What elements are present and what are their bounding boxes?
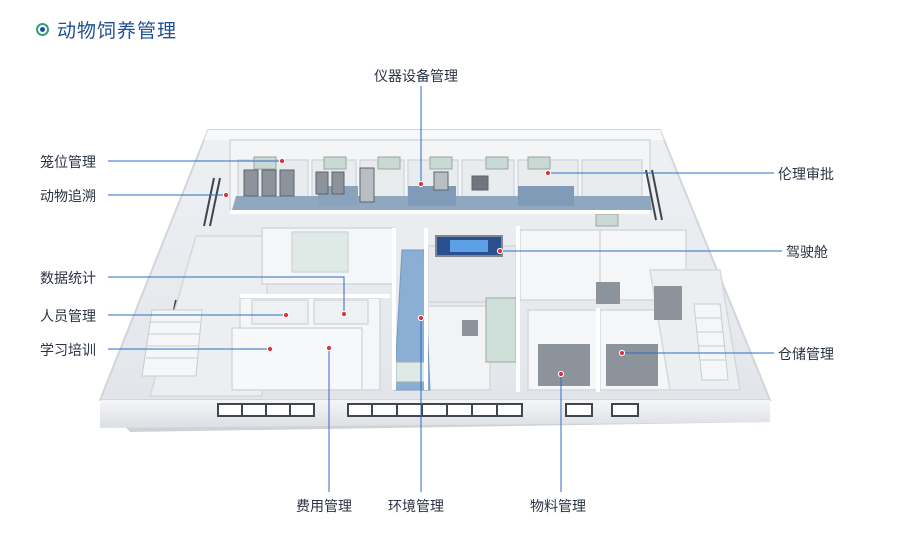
leader-stats [108, 276, 345, 314]
label-cockpit[interactable]: 驾驶舱 [786, 245, 828, 261]
label-ethics[interactable]: 伦理审批 [778, 167, 834, 183]
label-training[interactable]: 学习培训 [40, 343, 96, 359]
hotspot-training[interactable] [266, 345, 274, 353]
label-material[interactable]: 物料管理 [530, 499, 586, 515]
hotspot-cockpit[interactable] [496, 247, 504, 255]
label-cage[interactable]: 笼位管理 [40, 155, 96, 171]
hotspot-trace[interactable] [222, 191, 230, 199]
hotspot-ethics[interactable] [544, 169, 552, 177]
stairs [141, 303, 729, 381]
leader-lines [108, 86, 782, 492]
back-window-panels [253, 156, 619, 227]
hotspot-material[interactable] [557, 370, 565, 378]
label-expense[interactable]: 费用管理 [296, 499, 352, 515]
target-ring-icon [36, 23, 49, 36]
front-windows [217, 403, 639, 417]
warehouse-floors [538, 282, 682, 386]
label-instrument[interactable]: 仪器设备管理 [374, 69, 458, 85]
hotspot-expense[interactable] [325, 344, 333, 352]
label-environment[interactable]: 环境管理 [388, 499, 444, 515]
label-warehouse[interactable]: 仓储管理 [778, 347, 834, 363]
page-title: 动物饲养管理 [57, 20, 178, 42]
label-trace[interactable]: 动物追溯 [40, 189, 96, 205]
hotspot-stats[interactable] [340, 310, 348, 318]
cage-racks [243, 167, 489, 203]
hotspot-environment[interactable] [417, 314, 425, 322]
hotspot-warehouse[interactable] [618, 349, 626, 357]
hotspot-markers [222, 157, 626, 378]
hotspot-cage[interactable] [278, 157, 286, 165]
hotspot-instrument[interactable] [417, 180, 425, 188]
interior-walls [230, 210, 650, 392]
page-heading: 动物饲养管理 [36, 16, 177, 43]
hotspot-personnel[interactable] [282, 311, 290, 319]
cockpit-screen [435, 235, 517, 363]
label-personnel[interactable]: 人员管理 [40, 309, 96, 325]
label-stats[interactable]: 数据统计 [40, 271, 96, 287]
